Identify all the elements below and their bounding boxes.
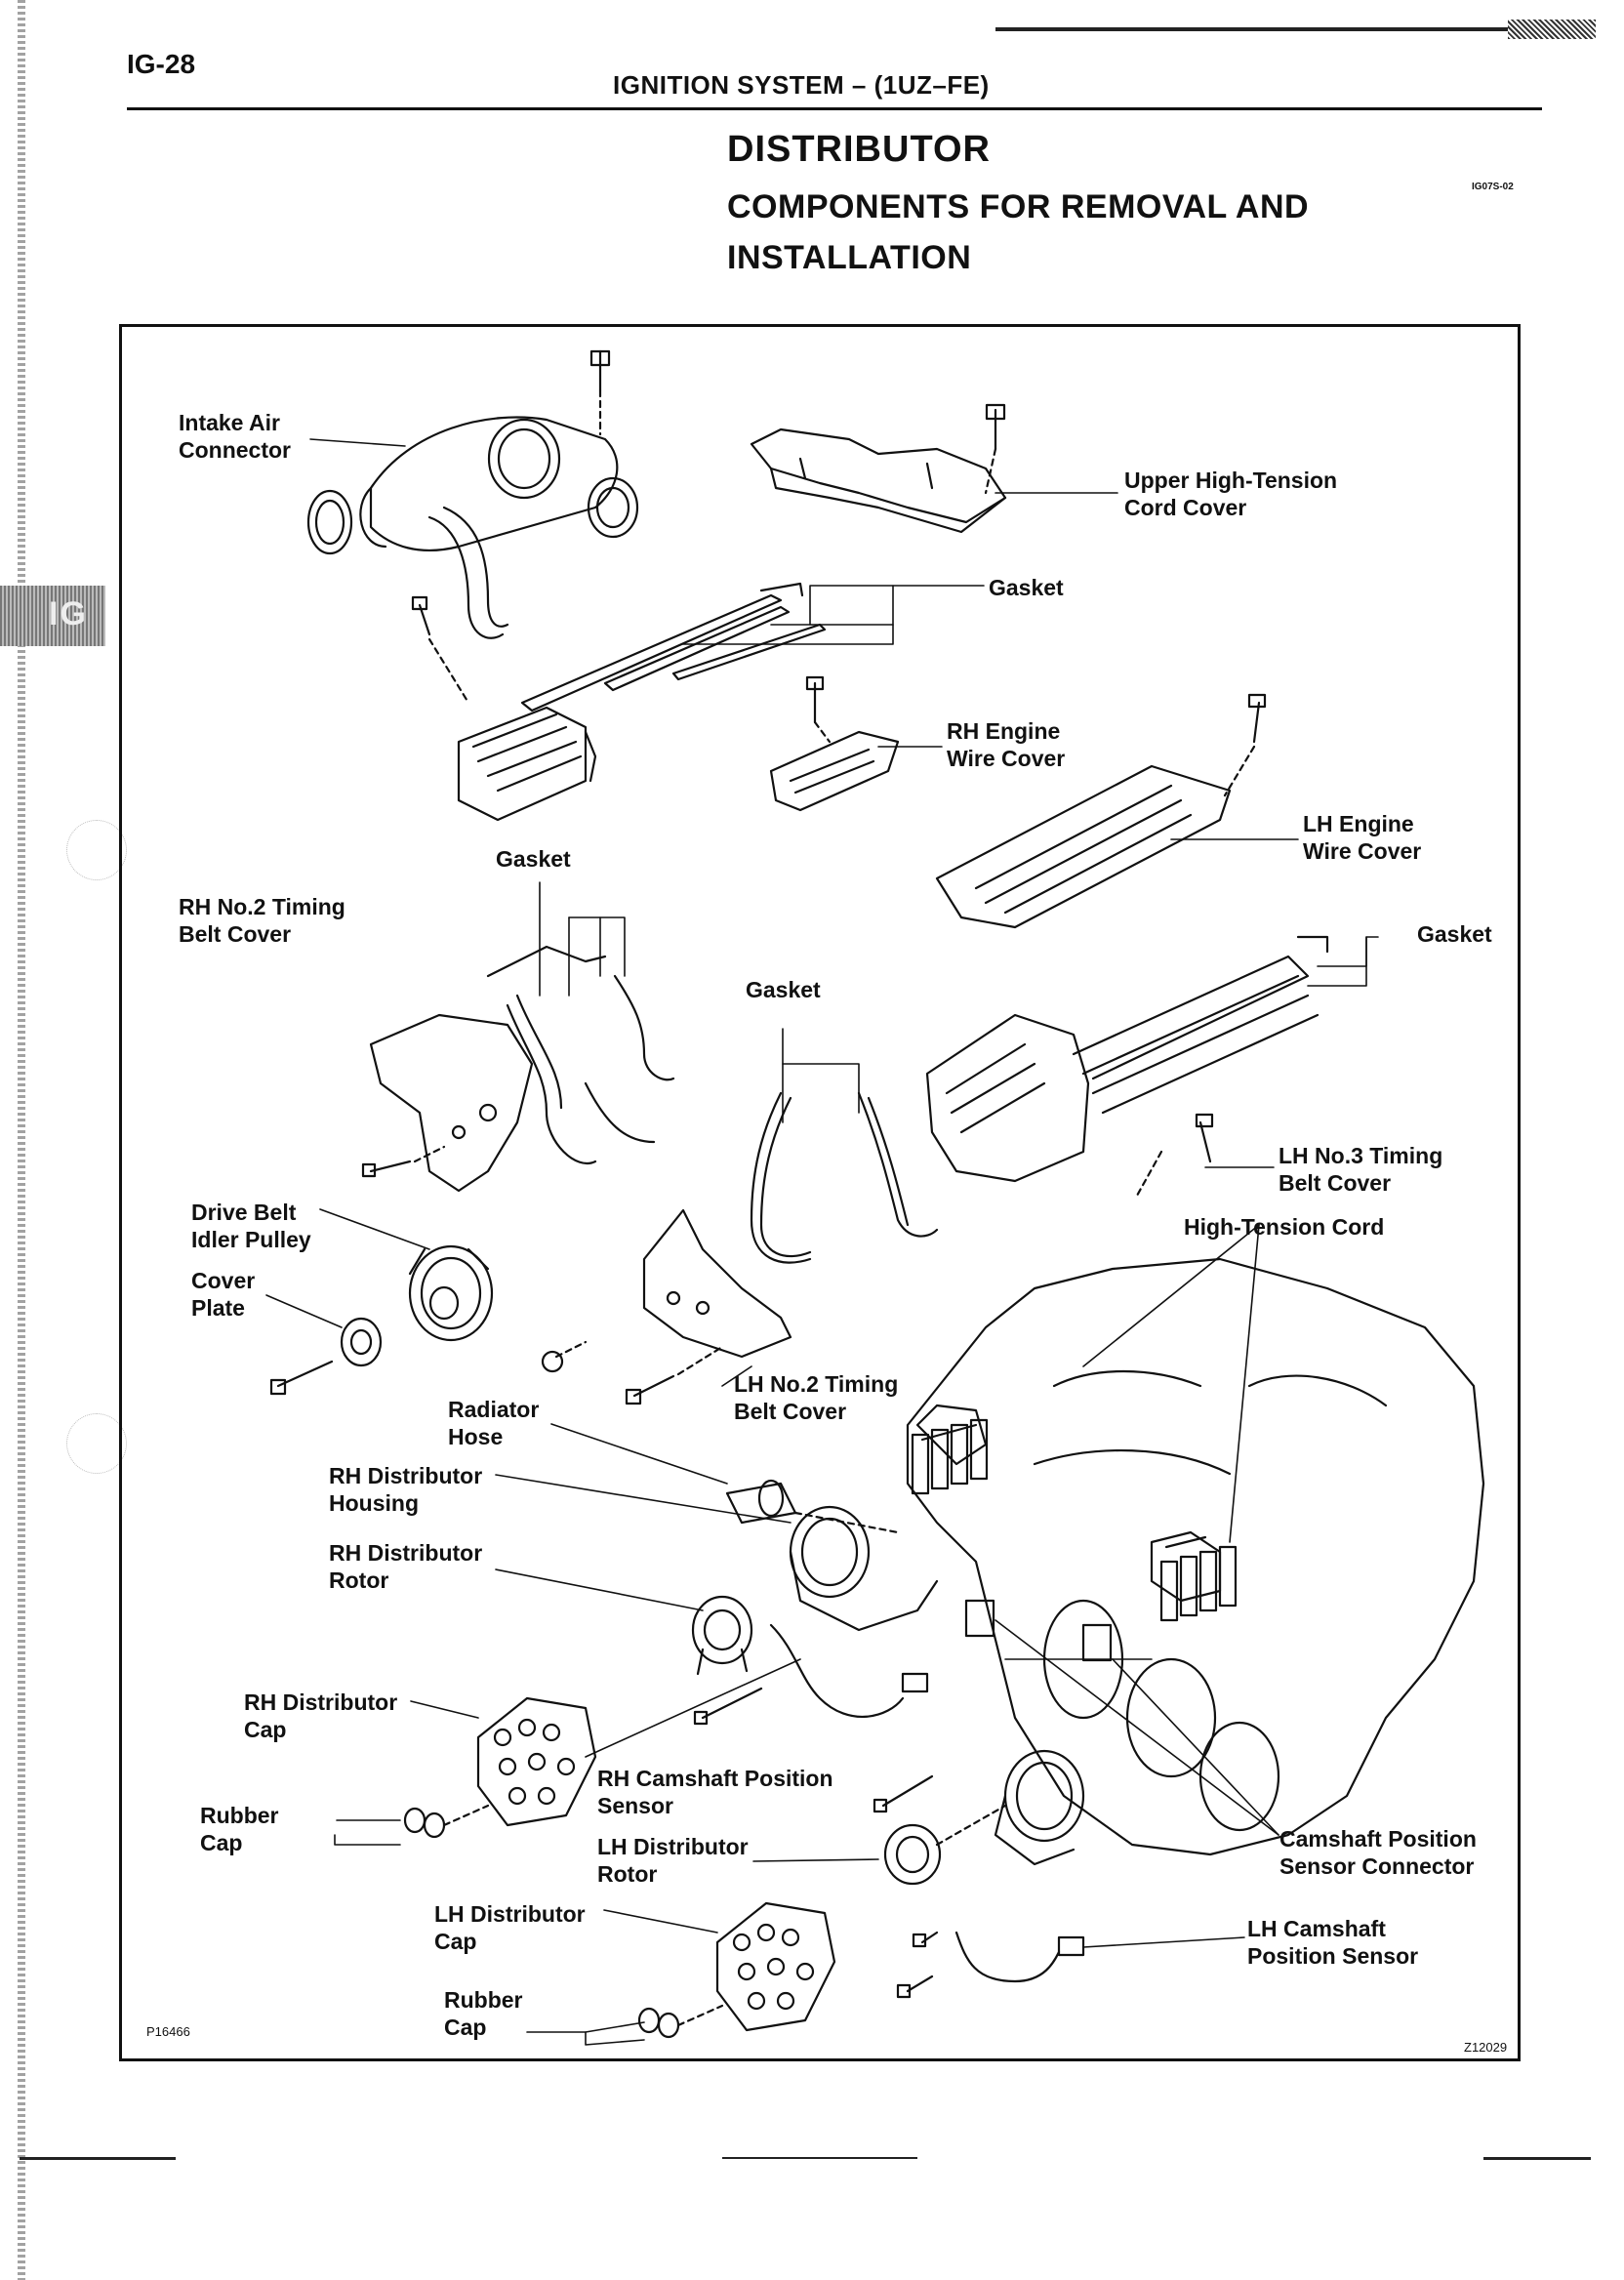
lh-distributor-cap-part	[715, 1901, 836, 2032]
figure-code-left: P16466	[146, 2024, 190, 2039]
lh-no2-timing-belt-cover-part	[642, 1208, 792, 1359]
label-rubber-cap-rh: Rubber Cap	[200, 1803, 279, 1855]
document-code: IG07S-02	[1472, 182, 1514, 192]
label-lh-camshaft-position-sensor: LH Camshaft Position Sensor	[1247, 1916, 1419, 1969]
lh-distributor-housing-part	[994, 1749, 1085, 1866]
rh-engine-wire-cover-part	[769, 675, 900, 812]
label-lh-distributor-rotor: LH Distributor Rotor	[597, 1834, 749, 1887]
cover-plate-part	[340, 1317, 383, 1367]
label-drive-belt-idler-pulley: Drive Belt Idler Pulley	[191, 1200, 311, 1252]
label-camshaft-position-sensor-connector: Camshaft Position Sensor Connector	[1279, 1826, 1477, 1879]
label-cover-plate: Cover Plate	[191, 1268, 256, 1321]
rh-camshaft-position-sensor-part	[693, 1623, 929, 1726]
label-rubber-cap-lh: Rubber Cap	[444, 1987, 523, 2040]
label-gasket-rh-no2: Gasket	[496, 846, 571, 872]
section-side-tab	[0, 586, 105, 646]
label-gasket-top: Gasket	[989, 575, 1064, 600]
label-lh-no3-timing-belt-cover: LH No.3 Timing Belt Cover	[1279, 1143, 1443, 1196]
rh-no3-timing-belt-cover-part	[457, 706, 597, 822]
top-decorative-rule	[995, 27, 1591, 31]
exploded-diagram-frame	[119, 324, 1521, 2061]
high-tension-cord-boots	[911, 1418, 1238, 1662]
upper-high-tension-cord-cover-part	[750, 403, 1007, 534]
leader-lines	[265, 438, 1379, 2046]
page-id: IG-28	[127, 49, 196, 79]
radiator-hose-part	[725, 1479, 900, 1534]
lh-rubber-cap-part	[637, 2004, 724, 2039]
label-rh-no2-timing-belt-cover: RH No.2 Timing Belt Cover	[179, 894, 345, 947]
section-title: IGNITION SYSTEM – (1UZ–FE)	[613, 70, 990, 100]
scan-binding-edge	[18, 0, 25, 2280]
label-rh-camshaft-position-sensor: RH Camshaft Position Sensor	[597, 1766, 833, 1818]
rh-rubber-cap-part	[403, 1804, 490, 1839]
bottom-rule-left	[20, 2157, 176, 2160]
label-rh-distributor-rotor: RH Distributor Rotor	[329, 1540, 483, 1593]
label-high-tension-cord: High-Tension Cord	[1184, 1214, 1385, 1240]
lh-distributor-rotor-part	[873, 1774, 1007, 1886]
rh-distributor-housing-part	[789, 1505, 939, 1632]
page-subtitle: COMPONENTS FOR REMOVAL AND INSTALLATION	[727, 188, 1310, 276]
label-intake-air-connector: Intake Air Connector	[179, 410, 291, 463]
drive-belt-idler-pulley-part	[408, 1244, 494, 1342]
lh-camshaft-position-sensor-part	[896, 1931, 1085, 1999]
label-gasket-lh-no2: Gasket	[746, 977, 821, 1002]
label-lh-no2-timing-belt-cover: LH No.2 Timing Belt Cover	[734, 1371, 899, 1424]
side-tab-label: IG	[49, 595, 88, 632]
label-rh-engine-wire-cover: RH Engine Wire Cover	[947, 718, 1066, 771]
lh-no2-gasket-part	[750, 1091, 939, 1264]
label-upper-high-tension-cord-cover: Upper High-Tension Cord Cover	[1124, 468, 1338, 520]
label-radiator-hose: Radiator Hose	[448, 1397, 540, 1449]
bottom-rule-center	[722, 2157, 917, 2159]
bolts	[269, 1145, 724, 1405]
header-rule	[127, 107, 1542, 110]
top-scan-speckle	[1508, 20, 1596, 39]
label-gasket-lh-no3: Gasket	[1417, 921, 1492, 947]
figure-code-right: Z12029	[1464, 2040, 1508, 2055]
top-gasket-strips	[411, 582, 827, 712]
label-rh-distributor-housing: RH Distributor Housing	[329, 1463, 483, 1516]
rh-distributor-rotor-part	[691, 1595, 753, 1676]
label-lh-distributor-cap: LH Distributor Cap	[434, 1901, 586, 1954]
punch-hole-mark	[66, 820, 127, 880]
bottom-rule-right	[1483, 2157, 1591, 2160]
lh-no3-timing-belt-cover-part	[925, 935, 1329, 1198]
rh-distributor-cap-part	[476, 1696, 597, 1827]
label-rh-distributor-cap: RH Distributor Cap	[244, 1690, 398, 1742]
label-lh-engine-wire-cover: LH Engine Wire Cover	[1303, 811, 1422, 864]
page-title: DISTRIBUTOR	[727, 129, 991, 170]
lh-engine-wire-cover-part	[935, 693, 1267, 929]
rh-no2-timing-belt-cover-part	[369, 945, 675, 1193]
punch-hole-mark	[66, 1413, 127, 1474]
intake-air-connector-part	[306, 349, 639, 639]
